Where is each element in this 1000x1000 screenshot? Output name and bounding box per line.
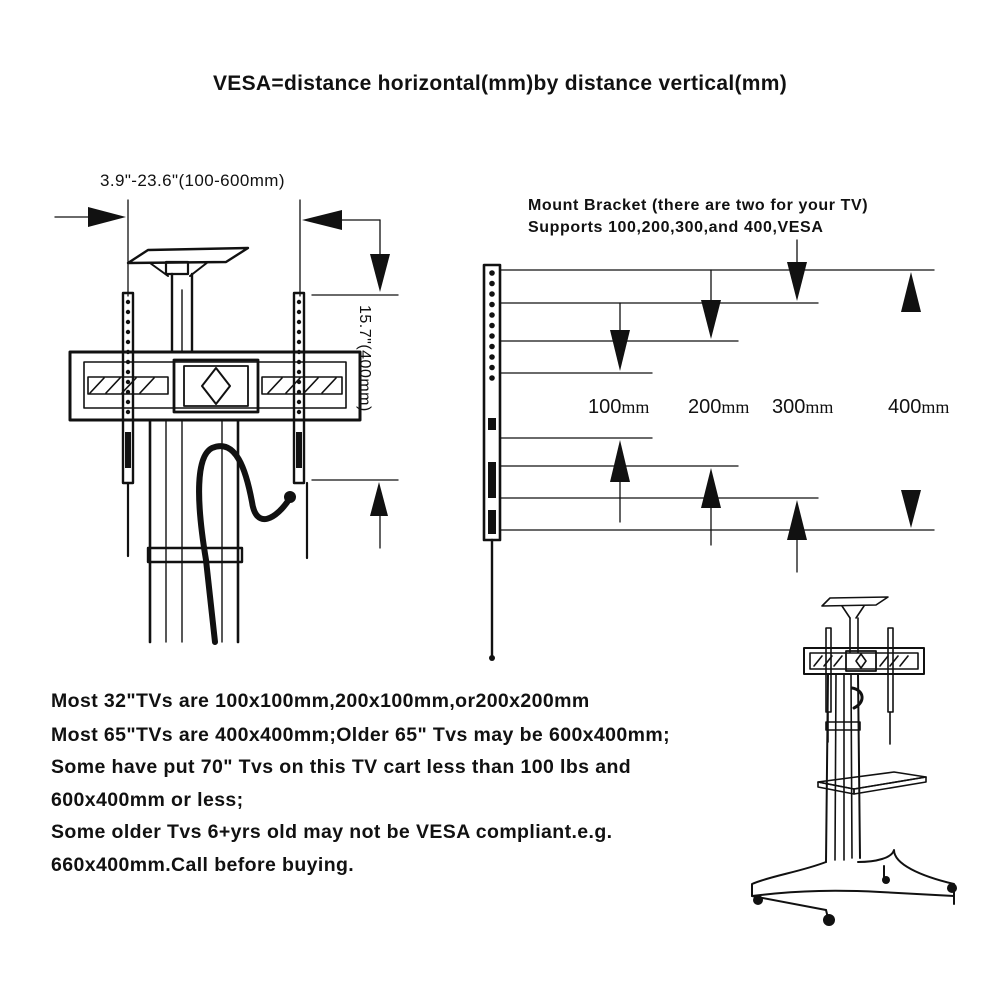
mount-hole <box>489 301 495 308</box>
diagram-title: VESA=distance horizontal(mm)by distance … <box>213 72 787 95</box>
mount-hole <box>125 319 131 325</box>
mount-hole <box>296 329 302 335</box>
mount-hole <box>489 270 495 276</box>
mount-hole <box>125 339 131 345</box>
mount-hole <box>296 359 302 365</box>
bracket-holes <box>296 299 302 415</box>
mount-hole <box>489 280 495 287</box>
note-line-6: 660x400mm.Call before buying. <box>51 854 355 876</box>
mount-hole <box>296 319 302 325</box>
note-line-1: Most 32"TVs are 100x100mm,200x100mm,or20… <box>51 690 590 712</box>
mount-hole <box>125 309 131 315</box>
mount-hole <box>296 379 302 385</box>
bracket-note-line-1: Mount Bracket (there are two for your TV… <box>528 197 869 214</box>
spacing-label-200: 200mm <box>688 396 750 418</box>
bracket-holes <box>125 299 131 415</box>
mount-hole <box>125 409 131 415</box>
note-line-2: Most 65"TVs are 400x400mm;Older 65" Tvs … <box>51 724 671 746</box>
mount-hole <box>296 299 302 305</box>
mount-hole <box>489 333 495 339</box>
mount-hole <box>296 339 302 345</box>
mount-hole <box>125 389 131 395</box>
horizontal-dimension-label: 3.9"-23.6"(100-600mm) <box>100 171 285 190</box>
mount-hole <box>296 399 302 405</box>
mount-hole <box>296 369 302 375</box>
mount-hole <box>125 329 131 335</box>
mount-hole <box>125 359 131 365</box>
mount-hole <box>125 379 131 385</box>
mount-head-illustration <box>54 199 399 645</box>
mount-hole <box>489 291 495 297</box>
mount-hole <box>296 309 302 315</box>
mount-hole <box>489 343 495 350</box>
spacing-label-400: 400mm <box>888 396 950 418</box>
mount-hole <box>125 399 131 405</box>
note-line-3: Some have put 70" Tvs on this TV cart le… <box>51 756 632 778</box>
mount-hole <box>296 409 302 415</box>
mount-hole <box>125 349 131 355</box>
mount-hole <box>489 354 495 360</box>
mount-hole <box>296 349 302 355</box>
mount-hole <box>489 312 495 318</box>
spacing-label-300: 300mm <box>772 396 834 418</box>
bracket-spacing-illustration <box>482 239 935 661</box>
bracket-note-line-2: Supports 100,200,300,and 400,VESA <box>528 219 824 236</box>
mount-hole <box>296 389 302 395</box>
mount-hole <box>489 322 495 329</box>
note-line-4: 600x400mm or less; <box>51 789 244 811</box>
mount-hole <box>125 299 131 305</box>
spacing-label-100: 100mm <box>588 396 650 418</box>
bracket-holes <box>489 270 495 381</box>
tv-cart-illustration <box>751 596 957 926</box>
mount-hole <box>489 375 495 381</box>
mount-hole <box>489 364 495 371</box>
mount-hole <box>125 369 131 375</box>
note-line-5: Some older Tvs 6+yrs old may not be VESA… <box>51 821 613 843</box>
